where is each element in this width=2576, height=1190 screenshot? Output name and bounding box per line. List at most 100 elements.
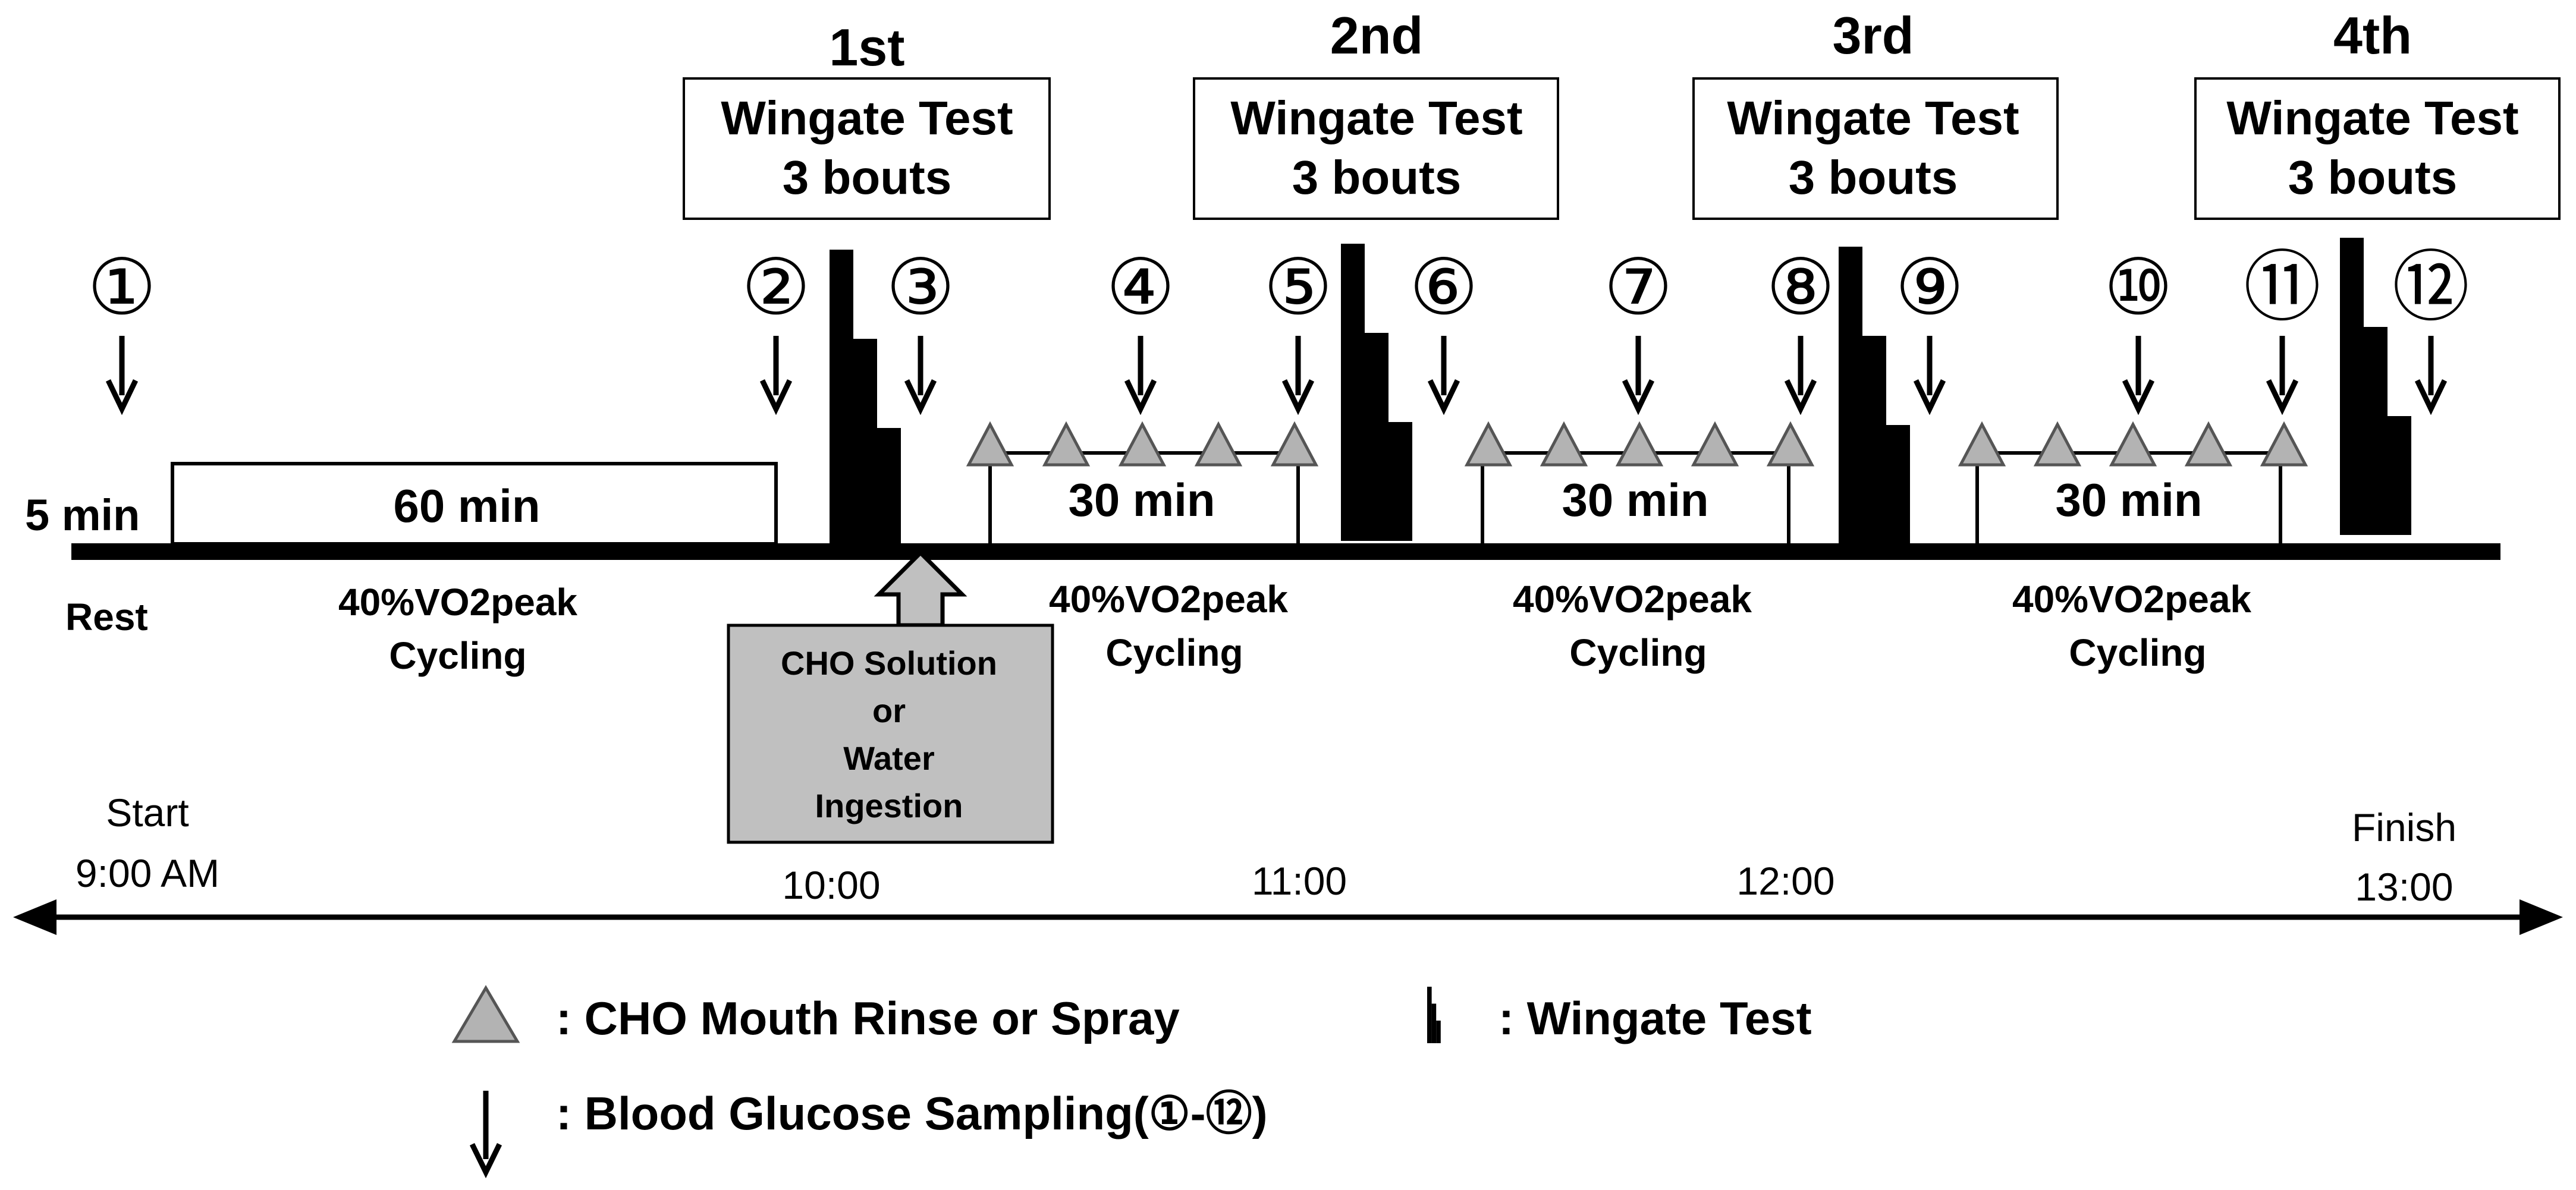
rinse-triangle-icon bbox=[1694, 424, 1736, 465]
wingate-ordinal: 1st bbox=[829, 18, 904, 77]
finish-time: 13:00 bbox=[2355, 865, 2453, 909]
interval-1: 30 min bbox=[969, 424, 1316, 544]
phase-60min-box bbox=[171, 462, 778, 546]
sample-9: ⑨ bbox=[1895, 244, 1965, 415]
sample-number: ⑨ bbox=[1895, 244, 1965, 330]
rinse-triangle-icon bbox=[2036, 424, 2079, 465]
sample-7: ⑦ bbox=[1604, 244, 1673, 415]
sample-number: ② bbox=[742, 244, 811, 330]
sample-10: ⑩ bbox=[2104, 244, 2173, 415]
svg-text:Cycling: Cycling bbox=[1105, 631, 1243, 674]
sample-number: ④ bbox=[1106, 244, 1176, 330]
right-arrowhead-icon bbox=[2520, 899, 2563, 935]
arrowhead bbox=[2414, 379, 2448, 415]
rinse-triangle-icon bbox=[1961, 424, 2003, 465]
sample-1: ① bbox=[87, 244, 156, 415]
sample-number: ③ bbox=[886, 244, 956, 330]
arrowhead bbox=[469, 1143, 502, 1179]
sample-4: ④ bbox=[1106, 244, 1176, 415]
rinse-triangle-icon bbox=[1618, 424, 1661, 465]
finish-label: Finish bbox=[2352, 805, 2456, 849]
arrowhead bbox=[904, 379, 937, 415]
svg-text:Cycling: Cycling bbox=[389, 634, 526, 677]
wingate-test-2: 2nd Wingate Test 3 bouts bbox=[1193, 6, 1559, 220]
cycling-label-3: 40%VO2peak Cycling bbox=[1513, 578, 1752, 674]
phase-60min-label: 60 min bbox=[393, 480, 540, 532]
cycling-label-4: 40%VO2peak Cycling bbox=[2012, 578, 2251, 674]
wingate-box bbox=[1193, 77, 1559, 220]
time-11-00: 11:00 bbox=[1252, 859, 1347, 903]
wingate-box bbox=[683, 77, 1051, 220]
wingate-ordinal: 2nd bbox=[1330, 6, 1423, 65]
rest-label: Rest bbox=[65, 596, 148, 638]
arrowhead bbox=[1281, 379, 1315, 415]
cycling-label-1: 40%VO2peak Cycling bbox=[338, 581, 577, 677]
rinse-triangle-icon bbox=[1197, 424, 1240, 465]
rest-duration-label: 5 min bbox=[25, 490, 140, 540]
arrowhead bbox=[2122, 379, 2155, 415]
legend-glucose: : Blood Glucose Sampling(①-⑫) bbox=[556, 1087, 1268, 1139]
arrowhead bbox=[1622, 379, 1655, 415]
sample-number: ⑩ bbox=[2104, 244, 2173, 330]
interval-2: 30 min bbox=[1467, 424, 1812, 544]
sample-number: ⑥ bbox=[1409, 244, 1479, 330]
sample-2: ② bbox=[742, 244, 811, 415]
svg-text:Cycling: Cycling bbox=[1569, 631, 1707, 674]
ingestion-line4: Ingestion bbox=[815, 787, 963, 824]
arrowhead bbox=[1124, 379, 1157, 415]
arrowhead bbox=[2266, 379, 2299, 415]
ingestion-line1: CHO Solution bbox=[781, 644, 997, 682]
svg-text:Cycling: Cycling bbox=[2069, 631, 2206, 674]
start-time: 9:00 AM bbox=[76, 851, 219, 895]
up-arrow-icon bbox=[874, 550, 967, 628]
ingestion-box bbox=[727, 624, 1054, 844]
arrowhead bbox=[105, 379, 139, 415]
sample-11: ⑪ bbox=[2244, 244, 2321, 415]
wingate-title: Wingate Test bbox=[1230, 92, 1522, 144]
sample-6: ⑥ bbox=[1409, 244, 1479, 415]
wingate-title: Wingate Test bbox=[1727, 92, 2019, 144]
legend: : CHO Mouth Rinse or Spray : Wingate Tes… bbox=[451, 985, 1812, 1179]
ingestion-line3: Water bbox=[843, 739, 935, 777]
sample-5: ⑤ bbox=[1264, 244, 1333, 415]
interval-duration: 30 min bbox=[1562, 474, 1708, 526]
sample-3: ③ bbox=[886, 244, 956, 415]
wingate-bars-icon bbox=[1341, 244, 1412, 541]
wingate-ordinal: 4th bbox=[2333, 6, 2412, 65]
rinse-triangle-icon bbox=[1045, 424, 1088, 465]
interval-3: 30 min bbox=[1961, 424, 2305, 544]
left-arrowhead-icon bbox=[13, 899, 56, 935]
rinse-triangle-icon bbox=[451, 985, 520, 1043]
rinse-triangle-icon bbox=[2112, 424, 2154, 465]
interval-duration: 30 min bbox=[2055, 474, 2202, 526]
wingate-bouts: 3 bouts bbox=[1292, 151, 1461, 204]
arrowhead bbox=[1913, 379, 1946, 415]
wingate-title: Wingate Test bbox=[2226, 92, 2518, 144]
rinse-triangle-icon bbox=[1467, 424, 1510, 465]
arrowhead bbox=[1784, 379, 1817, 415]
legend-wingate: : Wingate Test bbox=[1499, 992, 1812, 1044]
wingate-ordinal: 3rd bbox=[1833, 6, 1914, 65]
rinse-triangle-icon bbox=[2263, 424, 2305, 465]
svg-text:40%VO2peak: 40%VO2peak bbox=[338, 581, 577, 624]
wingate-box bbox=[2194, 77, 2561, 220]
wingate-bars-icon bbox=[1427, 987, 1441, 1043]
svg-text:40%VO2peak: 40%VO2peak bbox=[1513, 578, 1752, 621]
wingate-test-4: 4th Wingate Test 3 bouts bbox=[2194, 6, 2561, 220]
rinse-triangle-icon bbox=[1769, 424, 1812, 465]
sample-12: ⑫ bbox=[2392, 244, 2470, 415]
sample-number: ⑫ bbox=[2392, 244, 2470, 330]
sample-number: ⑧ bbox=[1766, 244, 1836, 330]
interval-duration: 30 min bbox=[1068, 474, 1215, 526]
ingestion-line2: or bbox=[872, 692, 906, 729]
svg-text:40%VO2peak: 40%VO2peak bbox=[2012, 578, 2251, 621]
sample-number: ⑤ bbox=[1264, 244, 1333, 330]
legend-rinse: : CHO Mouth Rinse or Spray bbox=[556, 992, 1180, 1044]
cycling-label-2: 40%VO2peak Cycling bbox=[1049, 578, 1288, 674]
wingate-box bbox=[1692, 77, 2059, 220]
time-10-00: 10:00 bbox=[782, 863, 880, 907]
svg-text:40%VO2peak: 40%VO2peak bbox=[1049, 578, 1288, 621]
rinse-triangle-icon bbox=[1543, 424, 1585, 465]
wingate-title: Wingate Test bbox=[721, 92, 1013, 144]
